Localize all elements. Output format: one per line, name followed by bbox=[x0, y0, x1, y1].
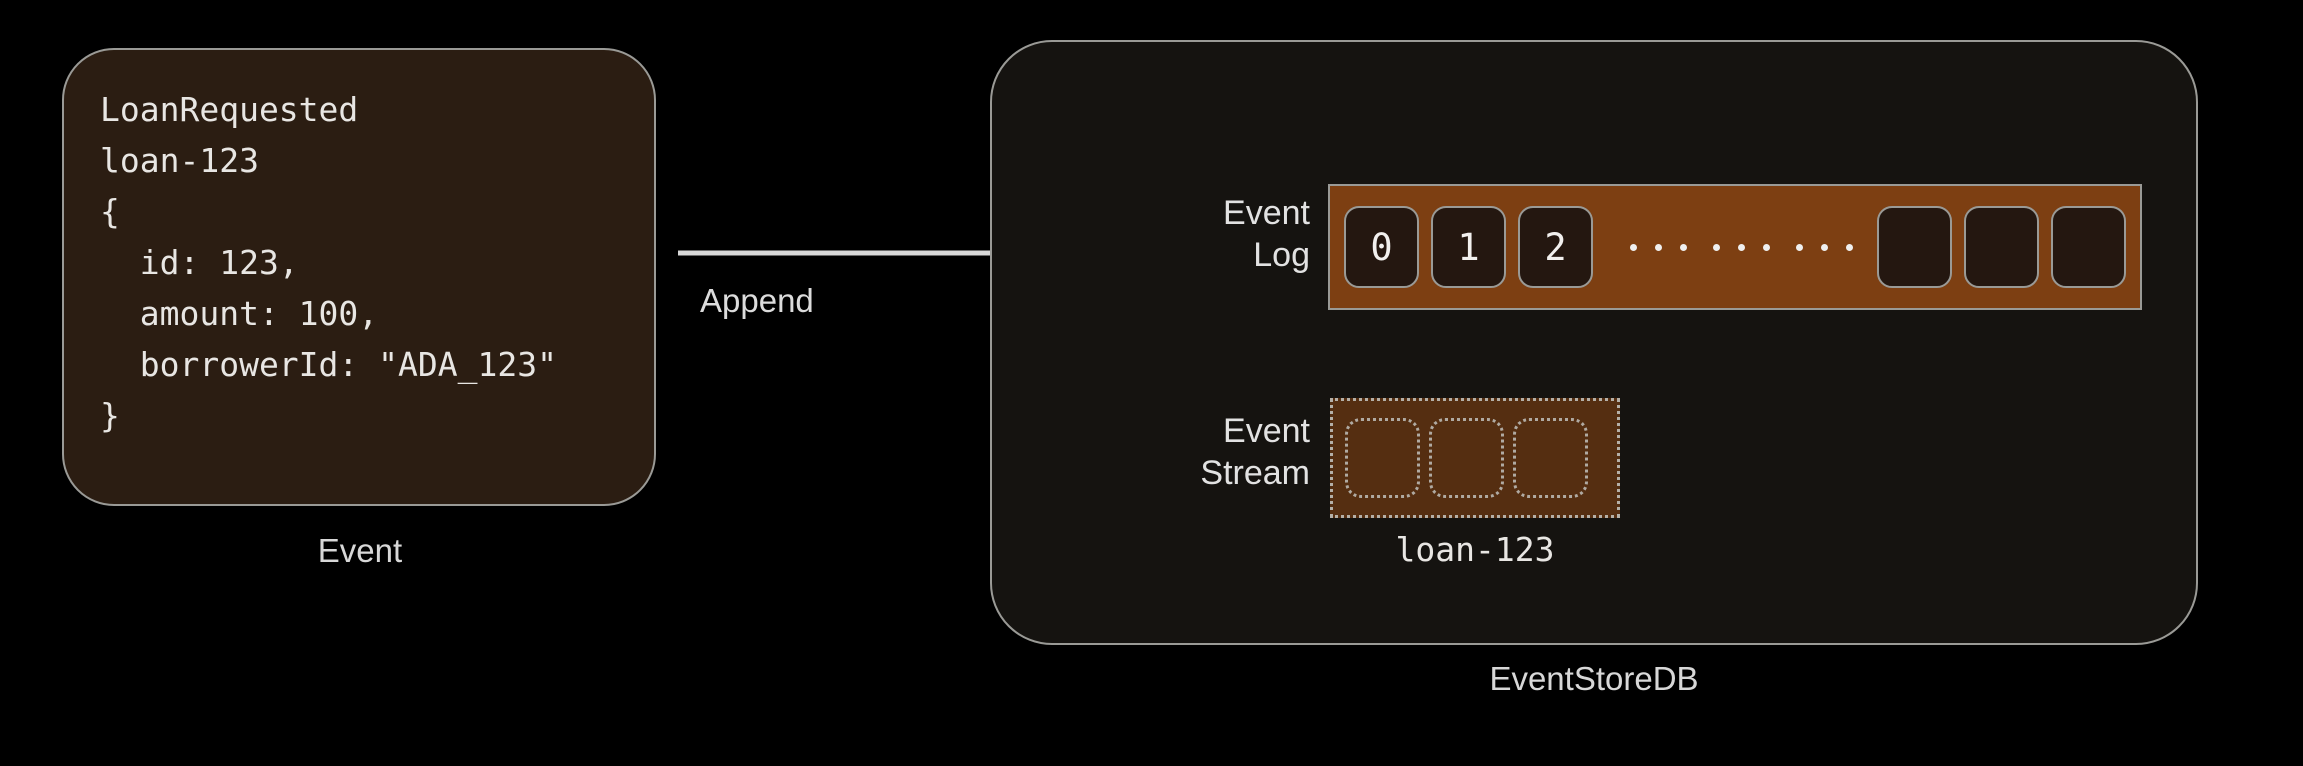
ellipsis-dot bbox=[1654, 243, 1662, 251]
event-log-empty-cell bbox=[1877, 206, 1952, 288]
event-payload-code: LoanRequested loan-123 { id: 123, amount… bbox=[100, 90, 557, 435]
event-log-cell: 1 bbox=[1431, 206, 1506, 288]
event-card: LoanRequested loan-123 { id: 123, amount… bbox=[62, 48, 656, 506]
event-stream-cell bbox=[1513, 418, 1588, 498]
event-stream-bar bbox=[1330, 398, 1620, 518]
eventstoredb-container bbox=[990, 40, 2198, 645]
event-log-label: Event Log bbox=[1223, 194, 1310, 274]
event-log-cell: 2 bbox=[1518, 206, 1593, 288]
event-log-empty-cell bbox=[2051, 206, 2126, 288]
event-stream-name: loan-123 bbox=[1395, 530, 1555, 569]
ellipsis-dot bbox=[1737, 243, 1745, 251]
ellipsis-dot bbox=[1762, 243, 1770, 251]
event-stream-cell bbox=[1429, 418, 1504, 498]
ellipsis-dot bbox=[1629, 243, 1637, 251]
event-card-caption: Event bbox=[317, 532, 403, 569]
eventstoredb-caption: EventStoreDB bbox=[1489, 660, 1699, 697]
event-log-bar: 0 1 2 bbox=[1328, 184, 2142, 310]
ellipsis-dot bbox=[1712, 243, 1720, 251]
append-label: Append bbox=[700, 282, 814, 319]
event-log-cell: 0 bbox=[1344, 206, 1419, 288]
ellipsis-group bbox=[1712, 243, 1770, 251]
ellipsis-dot bbox=[1845, 243, 1853, 251]
ellipsis-dot bbox=[1820, 243, 1828, 251]
ellipsis-dot bbox=[1679, 243, 1687, 251]
event-log-ellipsis bbox=[1611, 243, 1871, 251]
ellipsis-group bbox=[1629, 243, 1687, 251]
ellipsis-dot bbox=[1795, 243, 1803, 251]
event-stream-label: Event Stream bbox=[1200, 412, 1310, 492]
event-log-empty-cell bbox=[1964, 206, 2039, 288]
event-stream-cell bbox=[1345, 418, 1420, 498]
ellipsis-group bbox=[1795, 243, 1853, 251]
